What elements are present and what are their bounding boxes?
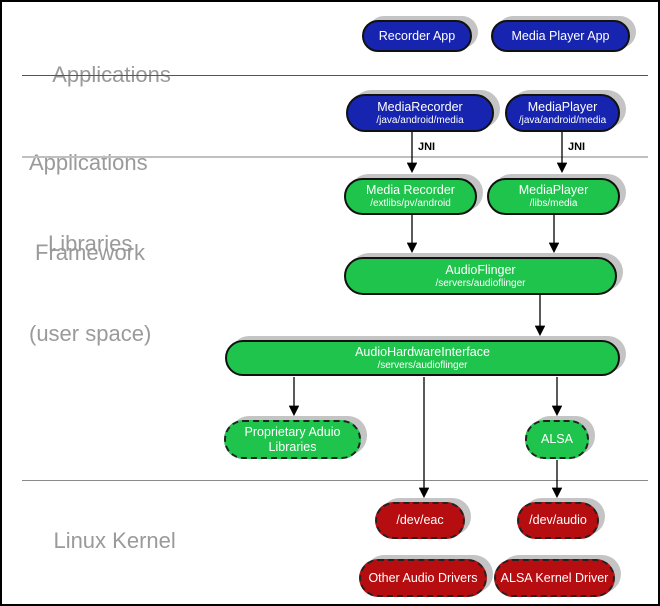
node-mediarecorder-framework: MediaRecorder /java/android/media: [346, 94, 494, 132]
layer-label-text: Applications: [52, 62, 171, 87]
node-mediaplayer-lib: MediaPlayer /libs/media: [487, 178, 620, 215]
node-other-audio-drivers: Other Audio Drivers: [359, 559, 487, 597]
jni-label-left: JNI: [418, 141, 436, 153]
node-path: /java/android/media: [518, 114, 607, 126]
layer-label-line1: Libraries: [48, 231, 133, 256]
node-dev-eac: /dev/eac: [375, 502, 465, 539]
layer-label-line2: (user space): [29, 321, 152, 346]
node-path: /servers/audioflinger: [435, 277, 526, 289]
node-title: Recorder App: [378, 28, 456, 43]
node-path: /servers/audioflinger: [377, 359, 468, 371]
layer-label-text: Linux Kernel: [53, 528, 176, 553]
layer-label-linux-kernel: Linux Kernel: [29, 496, 176, 586]
node-title: ALSA: [541, 432, 573, 446]
node-title: /dev/eac: [396, 513, 444, 527]
node-recorder-app: Recorder App: [362, 20, 472, 52]
node-audio-hardware-interface: AudioHardwareInterface /servers/audiofli…: [225, 340, 620, 376]
layer-label-applications: Applications: [29, 30, 171, 120]
node-path: /extlibs/pv/android: [370, 198, 451, 209]
node-title: Proprietary Aduio Libraries: [244, 424, 341, 454]
node-alsa: ALSA: [525, 420, 589, 459]
node-proprietary-audio-libraries: Proprietary Aduio Libraries: [224, 420, 361, 459]
layer-label-line2: Framework: [35, 240, 146, 265]
layer-label-libraries: Libraries (user space): [29, 169, 151, 409]
node-mediaplayer-framework: MediaPlayer /java/android/media: [505, 94, 620, 132]
node-audioflinger: AudioFlinger /servers/audioflinger: [344, 257, 617, 295]
node-title: Other Audio Drivers: [368, 570, 478, 585]
node-path: /java/android/media: [376, 114, 464, 126]
node-path: /libs/media: [529, 198, 578, 209]
node-title: MediaRecorder: [377, 99, 463, 114]
node-title: /dev/audio: [529, 513, 587, 527]
node-media-player-app: Media Player App: [491, 20, 630, 52]
jni-label-right: JNI: [568, 141, 586, 153]
node-title: AudioFlinger: [445, 262, 516, 277]
node-title: MediaPlayer: [527, 99, 598, 114]
node-title: MediaPlayer: [518, 183, 589, 197]
node-alsa-kernel-driver: ALSA Kernel Driver: [494, 559, 615, 597]
node-title: ALSA Kernel Driver: [500, 570, 609, 585]
node-dev-audio: /dev/audio: [517, 502, 599, 539]
divider-applications-framework: [22, 75, 648, 76]
node-title: Media Player App: [511, 28, 610, 43]
node-title: Media Recorder: [366, 183, 455, 197]
node-title: AudioHardwareInterface: [355, 344, 490, 359]
node-media-recorder-lib: Media Recorder /extlibs/pv/android: [344, 178, 477, 215]
layer-label-applications-framework: Applications Framework: [29, 88, 148, 328]
divider-libraries-kernel: [22, 480, 648, 481]
divider-framework-libraries: [22, 156, 648, 158]
layer-label-line1: Applications: [29, 150, 148, 175]
